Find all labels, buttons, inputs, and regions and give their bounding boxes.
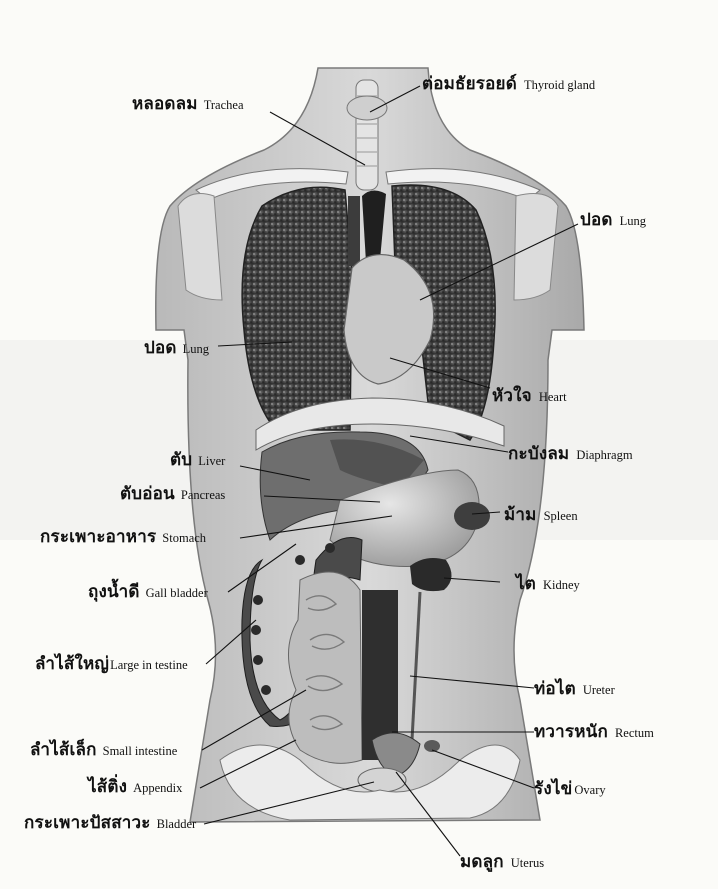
label-rectum: ทวารหนัก Rectum: [534, 724, 654, 741]
label-trachea: หลอดลม Trachea: [132, 96, 244, 113]
label-stomach-th: กระเพาะอาหาร: [40, 527, 156, 547]
label-uterus-en: Uterus: [511, 856, 544, 870]
label-kidney-th: ไต: [516, 574, 536, 594]
label-trachea-en: Trachea: [204, 98, 244, 112]
label-gall-bladder: ถุงน้ำดี Gall bladder: [88, 584, 208, 601]
label-appendix: ไส้ติ่ง Appendix: [88, 779, 182, 796]
label-small-intestine-th: ลำไส้เล็ก: [30, 740, 97, 760]
label-uterus: มดลูก Uterus: [460, 854, 544, 871]
label-bladder-en: Bladder: [157, 817, 197, 831]
kidney-shape: [410, 558, 452, 591]
lung-right-shape: [242, 187, 352, 430]
label-gall-bladder-en: Gall bladder: [146, 586, 208, 600]
thyroid-shape: [347, 96, 387, 120]
label-heart-en: Heart: [539, 390, 567, 404]
label-ureter: ท่อไต Ureter: [534, 681, 615, 698]
label-pancreas-en: Pancreas: [181, 488, 225, 502]
label-rectum-en: Rectum: [615, 726, 654, 740]
label-uterus-th: มดลูก: [460, 852, 504, 872]
label-thyroid: ต่อมธัยรอยด์ Thyroid gland: [422, 76, 595, 93]
label-liver-th: ตับ: [170, 450, 192, 470]
label-lung-left: ปอด Lung: [144, 340, 209, 357]
label-stomach-en: Stomach: [162, 531, 206, 545]
label-ovary: รังไข่Ovary: [534, 781, 606, 798]
label-thyroid-th: ต่อมธัยรอยด์: [422, 74, 517, 94]
label-large-intestine-th: ลำไส้ใหญ่: [35, 654, 109, 674]
label-lung-left-en: Lung: [183, 342, 209, 356]
label-liver-en: Liver: [198, 454, 225, 468]
label-ureter-en: Ureter: [583, 683, 615, 697]
label-diaphragm: กะบังลม Diaphragm: [508, 446, 633, 463]
label-stomach: กระเพาะอาหาร Stomach: [40, 529, 206, 546]
label-ovary-en: Ovary: [574, 783, 605, 797]
label-lung-right: ปอด Lung: [580, 212, 646, 229]
label-gall-bladder-th: ถุงน้ำดี: [88, 582, 140, 602]
label-large-intestine-en: Large in testine: [110, 658, 188, 672]
label-ureter-th: ท่อไต: [534, 679, 576, 699]
label-heart: หัวใจ Heart: [492, 388, 567, 405]
label-appendix-th: ไส้ติ่ง: [88, 777, 127, 797]
label-pancreas-th: ตับอ่อน: [120, 484, 175, 504]
label-thyroid-en: Thyroid gland: [524, 78, 595, 92]
label-large-intestine: ลำไส้ใหญ่Large in testine: [35, 656, 188, 673]
label-lung-left-th: ปอด: [144, 338, 177, 358]
label-appendix-en: Appendix: [133, 781, 182, 795]
label-trachea-th: หลอดลม: [132, 94, 198, 114]
vena-cava-shape: [348, 196, 360, 266]
label-ovary-th: รังไข่: [534, 779, 572, 799]
label-liver: ตับ Liver: [170, 452, 225, 469]
label-small-intestine-en: Small intestine: [103, 744, 178, 758]
label-diaphragm-en: Diaphragm: [576, 448, 632, 462]
label-spleen-th: ม้าม: [504, 505, 537, 525]
small-intestine-shape: [288, 572, 362, 763]
label-spleen: ม้าม Spleen: [504, 507, 578, 524]
label-kidney-en: Kidney: [543, 578, 580, 592]
spleen-shape: [454, 502, 490, 530]
label-diaphragm-th: กะบังลม: [508, 444, 569, 464]
label-heart-th: หัวใจ: [492, 386, 532, 406]
label-kidney: ไต Kidney: [516, 576, 580, 593]
label-small-intestine: ลำไส้เล็ก Small intestine: [30, 742, 177, 759]
label-bladder: กระเพาะปัสสาวะ Bladder: [24, 815, 196, 832]
label-pancreas: ตับอ่อน Pancreas: [120, 486, 225, 503]
bladder-shape: [358, 768, 406, 792]
label-bladder-th: กระเพาะปัสสาวะ: [24, 813, 151, 833]
label-rectum-th: ทวารหนัก: [534, 722, 608, 742]
label-lung-right-en: Lung: [620, 214, 646, 228]
label-lung-right-th: ปอด: [580, 210, 613, 230]
label-spleen-en: Spleen: [544, 509, 578, 523]
